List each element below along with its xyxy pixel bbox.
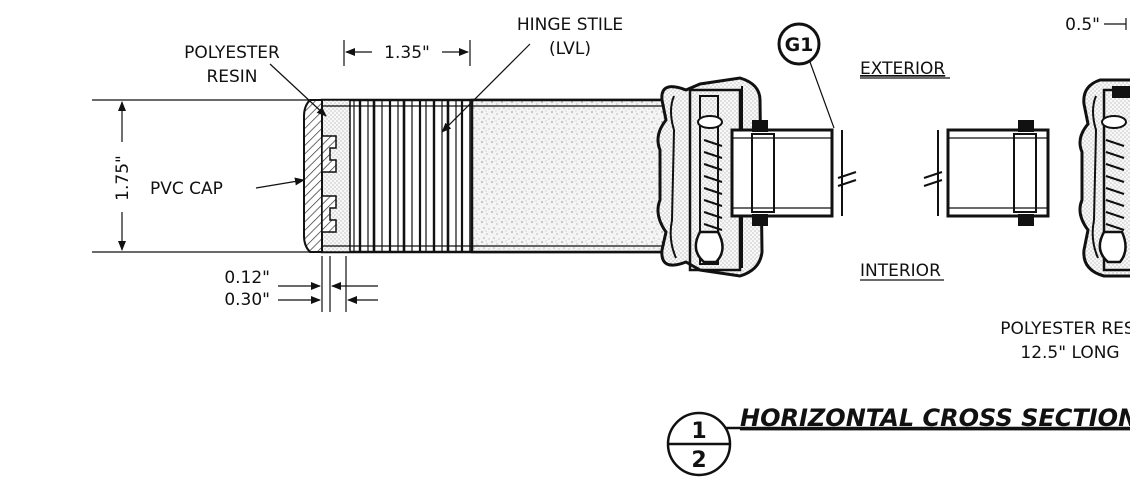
mullion-left [730, 120, 857, 226]
label-hinge-stile: HINGE STILE (LVL) [441, 15, 623, 133]
screw-threads-left [703, 139, 723, 231]
sheet-number: 2 [691, 448, 706, 473]
hinge-stile-line-1: HINGE STILE [517, 15, 623, 35]
label-interior: INTERIOR [860, 261, 944, 281]
hinge-hardware-right [1078, 78, 1130, 278]
dimension-1-75: 1.75" [92, 99, 310, 253]
label-exterior: EXTERIOR [860, 59, 950, 79]
dimension-1-75-text: 1.75" [113, 155, 133, 201]
label-polyester-resin: POLYESTER RESIN [184, 43, 327, 117]
polyester-resin-long-line-2: 12.5" LONG [1020, 343, 1119, 363]
hinge-hardware-left [656, 76, 764, 278]
polyester-resin-long-line-1: POLYESTER RESI [1000, 319, 1130, 339]
label-pvc-cap: PVC CAP [150, 177, 305, 199]
foam-core [470, 98, 688, 254]
dimension-1-35: 1.35" [343, 40, 471, 66]
dimension-0-30-text: 0.30" [224, 290, 270, 310]
pvc-cap-shape [303, 99, 323, 253]
label-polyester-resin-long: POLYESTER RESI 12.5" LONG [1000, 319, 1130, 363]
dimension-1-35-text: 1.35" [384, 43, 430, 63]
mullion-right [923, 120, 1050, 226]
title-block: 1 2 HORIZONTAL CROSS SECTION [666, 404, 1130, 477]
dimension-0-5-text: 0.5" [1065, 15, 1100, 35]
dimension-0-5: 0.5" [1065, 15, 1127, 35]
polyester-resin-line-1: POLYESTER [184, 43, 280, 63]
callout-g1-text: G1 [785, 34, 814, 56]
callout-g1: G1 [777, 22, 835, 129]
interior-text: INTERIOR [860, 261, 941, 281]
polyester-resin-line-2: RESIN [206, 67, 257, 87]
exterior-text: EXTERIOR [860, 59, 945, 79]
hinge-stile-line-2: (LVL) [549, 39, 591, 59]
detail-number: 1 [691, 419, 706, 444]
pvc-cap-text: PVC CAP [150, 179, 223, 199]
drawing-title: HORIZONTAL CROSS SECTION [740, 404, 1130, 432]
dimension-0-12-0-30: 0.12" 0.30" [224, 256, 378, 312]
hinge-stile-section [303, 98, 688, 254]
dimension-0-12-text: 0.12" [224, 268, 270, 288]
